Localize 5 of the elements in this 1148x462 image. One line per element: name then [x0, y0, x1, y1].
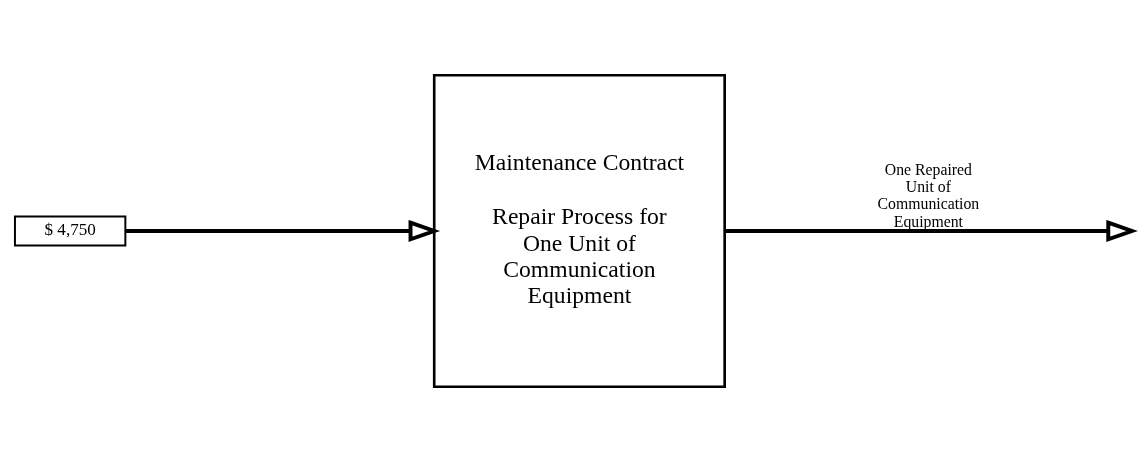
arrow [724, 219, 1138, 243]
edge-label: One Repaired Unit of Communication Equipment [877, 161, 980, 230]
arrow [125, 219, 441, 243]
node-box: Maintenance Contract Repair Process for One Unit of Communication Equipment [432, 73, 726, 389]
node-box: $ 4,750 [13, 215, 127, 247]
